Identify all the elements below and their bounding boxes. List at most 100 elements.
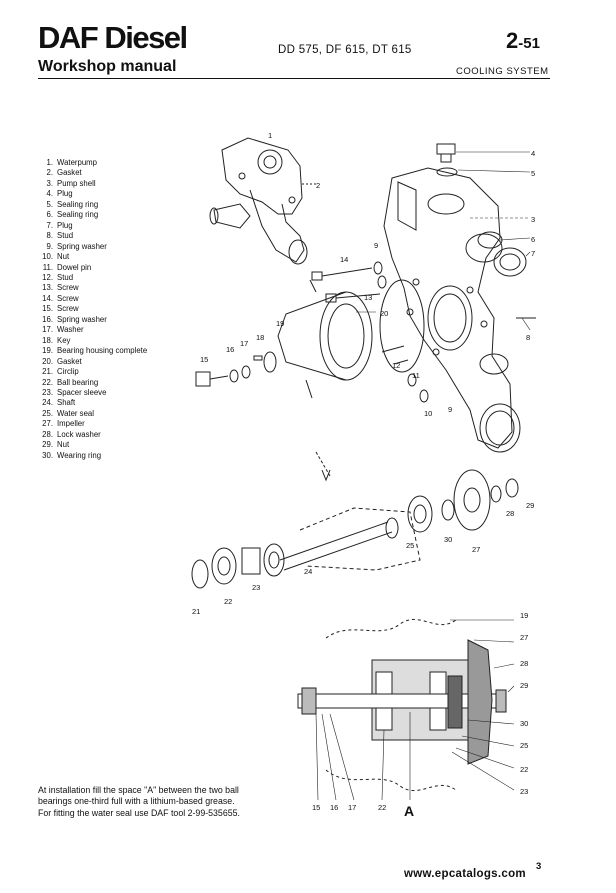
part-item: 10.Nut <box>38 252 147 262</box>
part-number: 4. <box>46 189 53 199</box>
note-line-1: At installation fill the space "A" betwe… <box>38 785 239 795</box>
part-item: 28.Lock washer <box>38 430 147 440</box>
part-item: 12.Stud <box>38 273 147 283</box>
part-name: Pump shell <box>57 178 96 188</box>
page-code: 2-51 <box>506 30 540 52</box>
part-item: 25.Water seal <box>38 409 147 419</box>
part-name: Screw <box>57 304 79 314</box>
part-number: 2. <box>46 168 53 178</box>
plug-and-rings <box>436 143 527 277</box>
part-item: 22. Ball bearing <box>38 378 147 388</box>
part-item: 27. Impeller <box>38 419 147 429</box>
part-number: 22. <box>42 377 53 387</box>
section-callout-27: 27 <box>520 633 528 642</box>
footer-url: www.epcatalogs.com <box>404 868 526 880</box>
part-number: 11. <box>42 262 53 272</box>
part-number: 15. <box>42 304 53 314</box>
callout-7: 7 <box>531 249 535 258</box>
section-callout-22: 22 <box>520 765 528 774</box>
part-number: 19. <box>42 346 53 356</box>
installation-note: At installation fill the space "A" betwe… <box>38 785 338 819</box>
part-name: Gasket <box>57 168 82 178</box>
section-callout-23: 23 <box>520 787 528 796</box>
part-name: Stud <box>57 231 74 241</box>
part-name: Spring washer <box>57 241 107 251</box>
part-name: Wearing ring <box>57 450 102 460</box>
part-number: 24. <box>42 398 53 408</box>
section-callout-29: 29 <box>520 681 528 690</box>
part-number: 16. <box>42 314 53 324</box>
part-item: 13. Screw <box>38 283 147 293</box>
leader-lines <box>315 151 531 801</box>
bottom-callout-16: 16 <box>330 803 338 812</box>
part-item: 7.Plug <box>38 221 147 231</box>
pump-assembly-thumbnail <box>209 137 318 265</box>
part-name: Sealing ring <box>57 210 99 220</box>
part-item: 11.Dowel pin <box>38 263 147 273</box>
part-name: Screw <box>57 293 79 303</box>
callout-20: 20 <box>380 309 388 318</box>
callout-23: 23 <box>252 583 260 592</box>
part-number: 13. <box>42 283 53 293</box>
part-number: 23. <box>42 387 53 397</box>
callout-1: 1 <box>268 131 272 140</box>
part-item: 3. Pump shell <box>38 179 147 189</box>
engine-models: DD 575, DF 615, DT 615 <box>278 44 412 56</box>
part-number: 6. <box>46 210 53 220</box>
callout-6: 6 <box>531 235 535 244</box>
part-number: 20. <box>42 356 53 366</box>
part-number: 14. <box>42 293 53 303</box>
section-callout-28: 28 <box>520 659 528 668</box>
callout-18: 18 <box>256 333 264 342</box>
callout-17: 17 <box>240 339 248 348</box>
callout-13: 13 <box>364 293 372 302</box>
brand-title: DAF Diesel <box>38 20 188 55</box>
gasket-20 <box>379 279 425 373</box>
part-item: 1. Waterpump <box>38 158 147 168</box>
part-item: 14. Screw <box>38 294 147 304</box>
note-line-3: For fitting the water seal use DAF tool … <box>38 807 240 818</box>
callout-15: 15 <box>200 355 208 364</box>
part-item: 4.Plug <box>38 189 147 199</box>
callout-24: 24 <box>304 567 312 576</box>
part-name: Spacer sleeve <box>57 387 107 397</box>
part-name: Sealing ring <box>57 199 99 209</box>
part-name: Nut <box>57 440 70 450</box>
part-number: 1. <box>46 158 53 167</box>
part-name: Ball bearing <box>57 377 99 387</box>
section-callout-25: 25 <box>520 741 528 750</box>
part-number: 3. <box>46 178 53 188</box>
page-code-sub: -51 <box>518 35 540 52</box>
space-a-label: A <box>404 803 414 819</box>
page-code-main: 2 <box>506 28 519 53</box>
part-number: 30. <box>42 450 53 460</box>
part-name: Screw <box>57 283 79 293</box>
part-name: Water seal <box>57 408 94 418</box>
callout-22: 22 <box>224 597 232 606</box>
header-rule <box>38 78 550 79</box>
bearing-housing <box>263 279 373 399</box>
bottom-callout-17: 17 <box>348 803 356 812</box>
callout-5: 5 <box>531 169 535 178</box>
part-item: 29.Nut <box>38 440 147 450</box>
part-number: 10. <box>42 252 53 262</box>
callout-12: 12 <box>392 361 400 370</box>
callout-27: 27 <box>472 545 480 554</box>
section-callout-30: 30 <box>520 719 528 728</box>
part-name: Key <box>57 335 71 345</box>
callout-21: 21 <box>192 607 200 616</box>
bottom-callout-15: 15 <box>312 803 320 812</box>
part-item: 15. Screw <box>38 304 147 314</box>
callout-9b: 9 <box>448 405 452 414</box>
callout-16: 16 <box>226 345 234 354</box>
part-name: Waterpump <box>57 158 98 167</box>
part-name: Lock washer <box>57 429 101 439</box>
part-number: 9. <box>46 241 53 251</box>
callout-10: 10 <box>424 409 432 418</box>
part-number: 27. <box>42 419 53 429</box>
part-name: Gasket <box>57 356 82 366</box>
part-name: Impeller <box>57 419 85 429</box>
callout-14: 14 <box>340 255 348 264</box>
